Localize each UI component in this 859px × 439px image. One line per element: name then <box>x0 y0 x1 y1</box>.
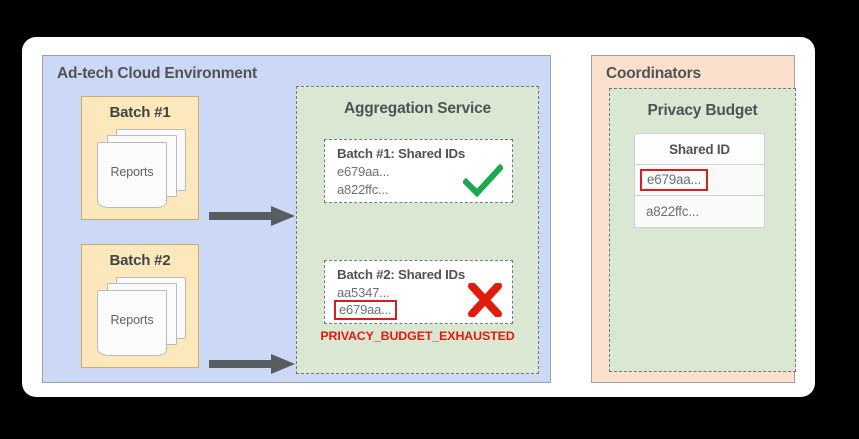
shared-id-value: a822ffc... <box>337 182 389 197</box>
batch-label-1: Batch #1 <box>109 104 171 121</box>
panel-title-adtech: Ad-tech Cloud Environment <box>57 65 257 82</box>
reports-label-2: Reports <box>110 313 154 327</box>
report-sheet-front: Reports <box>97 290 167 356</box>
shared-ids-card-batch2: Batch #2: Shared IDs aa5347... e679aa... <box>324 260 513 324</box>
table-row: a822ffc... <box>635 196 764 227</box>
reports-stack-2: Reports <box>96 277 188 359</box>
success-check-icon <box>461 163 505 198</box>
table-header-row: Shared ID <box>635 134 764 165</box>
panel-title-coordinators: Coordinators <box>606 65 701 82</box>
table-row: e679aa... <box>635 165 764 196</box>
diagram-card: Ad-tech Cloud Environment Batch #1 Repor… <box>22 37 815 397</box>
reports-label-1: Reports <box>110 165 154 179</box>
privacy-budget-title: Privacy Budget <box>647 102 758 119</box>
shared-ids-card-batch1: Batch #1: Shared IDs e679aa... a822ffc..… <box>324 139 513 203</box>
report-sheet-front: Reports <box>97 142 167 208</box>
shared-ids-card-title-2: Batch #2: Shared IDs <box>337 267 466 282</box>
privacy-budget-table: Shared ID e679aa... a822ffc... <box>634 133 765 228</box>
batch-box-2: Batch #2 Reports <box>81 244 199 368</box>
arrow-batch2-to-aggregation <box>209 353 295 375</box>
privacy-budget-error-text: PRIVACY_BUDGET_EXHAUSTED <box>320 329 515 343</box>
aggregation-service-title: Aggregation Service <box>344 100 491 117</box>
shared-id-value-highlighted: e679aa... <box>640 169 709 191</box>
shared-id-value: aa5347... <box>337 285 390 300</box>
shared-ids-card-title-1: Batch #1: Shared IDs <box>337 146 466 161</box>
reports-stack-1: Reports <box>96 129 188 211</box>
shared-id-value: a822ffc... <box>646 204 699 219</box>
aggregation-service-box: Aggregation Service Batch #1: Shared IDs… <box>296 86 539 374</box>
table-header-shared-id: Shared ID <box>669 141 730 157</box>
error-cross-icon <box>465 282 505 318</box>
batch-label-2: Batch #2 <box>109 252 171 269</box>
shared-id-value: e679aa... <box>337 164 390 179</box>
arrow-batch1-to-aggregation <box>209 205 295 227</box>
panel-coordinators: Coordinators Privacy Budget Shared ID e6… <box>591 55 796 383</box>
batch-box-1: Batch #1 Reports <box>81 96 199 220</box>
panel-adtech-cloud-environment: Ad-tech Cloud Environment Batch #1 Repor… <box>42 55 551 383</box>
shared-id-value-highlighted: e679aa... <box>334 300 398 320</box>
privacy-budget-box: Privacy Budget Shared ID e679aa... a822f… <box>609 88 796 372</box>
